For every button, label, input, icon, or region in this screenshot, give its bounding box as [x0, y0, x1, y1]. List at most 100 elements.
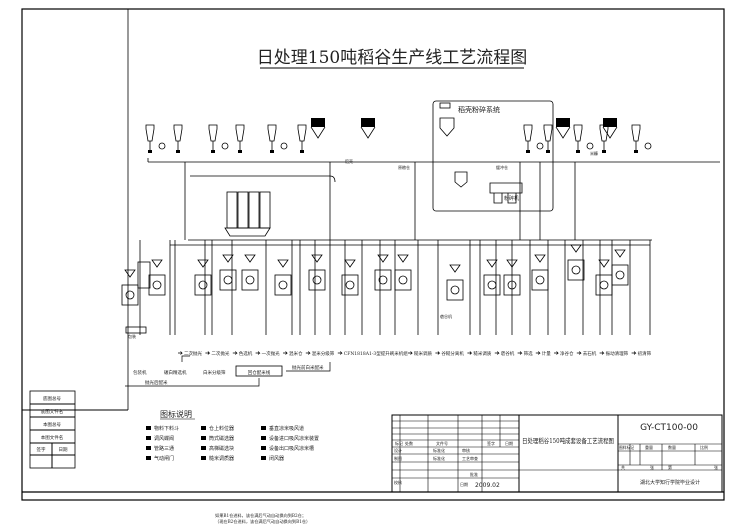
bin-hopper	[310, 126, 326, 139]
draw-label: 制图	[394, 455, 402, 461]
control-box	[439, 102, 451, 109]
side-block: 底图总号 底图文件名 本图总号 本图文件名 签字 日期	[29, 390, 76, 469]
separator-rotor	[535, 275, 545, 285]
pipe	[147, 158, 720, 246]
airlock	[148, 150, 152, 153]
husk-system-box	[432, 100, 554, 212]
legend-symbol-icon	[261, 436, 266, 440]
flow-step: 二次抛光	[184, 350, 202, 357]
conditioner-rotor	[507, 280, 517, 290]
stoner	[595, 274, 613, 296]
bin	[361, 118, 375, 127]
flow-arrow-icon	[576, 351, 582, 355]
fan	[158, 142, 166, 150]
stage-label: 图样标记	[619, 445, 634, 450]
conditioner	[503, 274, 521, 296]
stoner-rotor	[599, 280, 609, 290]
feed-hopper	[449, 264, 461, 273]
date-label: 日期	[460, 481, 468, 487]
footnote-line: （现在B2仓进料，该仓满后气动自动换向到B1仓）	[215, 518, 310, 525]
whitener-rotor	[245, 275, 255, 285]
cyclone	[573, 124, 583, 153]
silo	[259, 191, 271, 229]
feed-hopper	[151, 259, 163, 268]
conditioner	[483, 274, 501, 296]
grader	[194, 274, 212, 296]
airlock	[576, 150, 580, 153]
flow-step: 抛光后配米	[145, 379, 168, 386]
check-label: 校核	[394, 479, 402, 485]
conditioner-rotor	[487, 280, 497, 290]
polisher-rotor	[278, 280, 288, 290]
airlock	[270, 150, 274, 153]
sieve-rotor	[571, 265, 581, 275]
husk-equipment	[439, 117, 523, 204]
header-file-no: 文件号	[436, 440, 448, 446]
scale-label: 比例	[700, 444, 708, 450]
silo	[226, 191, 238, 229]
airlock	[238, 150, 242, 153]
fan	[536, 142, 544, 150]
feed-hopper	[397, 254, 409, 263]
recycle-line-box	[235, 365, 283, 377]
cleaner	[611, 264, 629, 286]
approve-label: 批准	[470, 471, 478, 477]
date-value: 2009.02	[475, 482, 500, 489]
title-block-frame	[391, 414, 723, 493]
flow-step: 二次抛光	[211, 350, 229, 357]
legend-symbol-icon	[261, 456, 266, 460]
feed-hopper	[377, 254, 389, 263]
cyclone	[523, 124, 533, 153]
feed-hopper	[344, 259, 356, 268]
cyclone	[145, 124, 155, 153]
feed-hopper	[614, 249, 626, 258]
recycle-line-label: 回仓配米线	[248, 369, 271, 376]
flow-step: 混米仓	[289, 350, 303, 357]
huller-rotor	[450, 285, 460, 295]
polisher-rotor	[398, 275, 408, 285]
side-label: 底图总号	[43, 395, 61, 402]
legend-item: 垂直凉米吸风道	[269, 425, 304, 432]
flow-arrow-icon	[337, 351, 343, 355]
polisher	[274, 274, 292, 296]
huller	[446, 279, 464, 301]
airlock	[300, 150, 304, 153]
side-label: 本图文件名	[41, 434, 64, 441]
process-review-label: 工艺审查	[462, 455, 478, 461]
flow-step: 碾白精选机	[164, 369, 187, 376]
cyclone	[267, 124, 277, 153]
flow-arrow-icon	[535, 351, 541, 355]
grader-rotor	[198, 280, 208, 290]
polisher-rotor	[345, 280, 355, 290]
packing-scale	[121, 284, 139, 306]
flow-step: 抛光前白米配米	[292, 364, 324, 371]
standard-label: 标准化	[433, 455, 445, 461]
design-label: 设计	[394, 447, 402, 453]
flow-arrow-icon	[435, 351, 441, 355]
whitener	[241, 269, 259, 291]
bin	[556, 118, 570, 127]
flow-arrow-icon	[408, 351, 413, 355]
side-label: 签字	[37, 446, 46, 453]
flow-arrow-icon	[554, 351, 559, 355]
cyclone	[208, 124, 218, 153]
flow-arrow-icon	[283, 351, 288, 355]
legend-symbol-icon	[261, 446, 266, 450]
huller-label: 砻谷机	[440, 313, 452, 319]
cleaner-rotor	[615, 270, 625, 280]
packing-scale-rotor	[125, 290, 135, 300]
fan	[586, 142, 594, 150]
cyclone	[235, 124, 245, 153]
weight-label: 重量	[645, 444, 653, 450]
flow-arrow-icon	[599, 351, 605, 355]
flow-step: 包装机	[133, 369, 147, 376]
polisher	[374, 269, 392, 291]
flow-step: 谷糙分离机	[441, 350, 464, 357]
fan	[644, 142, 652, 150]
feed-hopper	[598, 259, 610, 268]
sheet-no-label: 第	[668, 464, 672, 470]
packing-label: 包装	[128, 333, 136, 339]
flow-arrow-icon	[232, 351, 238, 355]
feed-hopper	[197, 259, 209, 268]
